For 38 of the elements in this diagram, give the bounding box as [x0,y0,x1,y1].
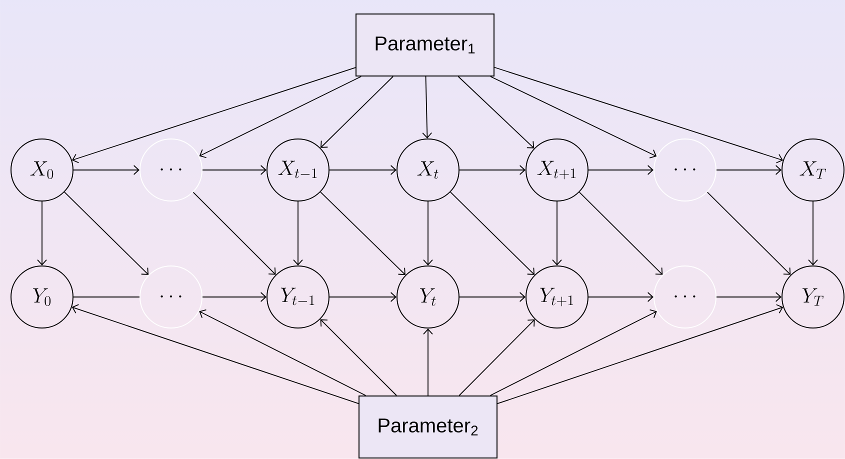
arrow [578,192,663,275]
arrow [320,192,406,275]
arrow [552,201,562,266]
arrow [497,304,784,404]
arrow [808,201,818,266]
arrow [202,165,266,175]
arrow [458,319,535,396]
arrow [716,165,782,175]
arrow [716,292,782,302]
arrow [423,201,433,266]
arrow [422,76,432,139]
arrow [588,165,654,175]
parameter-box: Parameter$_{2}$ [358,396,498,458]
arrow [293,201,303,266]
arrow [192,192,276,275]
arrow [37,201,47,266]
arrow [490,309,657,396]
arrow [72,304,359,404]
arrow [320,319,397,396]
arrow [490,76,657,158]
arrow [73,165,140,175]
arrow [458,76,534,148]
arrow [459,292,526,302]
arrow [64,192,149,275]
arrow [588,292,654,302]
arrow [199,76,362,158]
arrow [72,67,356,164]
arrow [329,292,396,302]
arrow [202,292,266,302]
arrow [706,192,791,275]
arrow [423,328,433,396]
parameter-box: Parameter$_{1}$ [356,14,494,76]
arrow [329,165,396,175]
arrow [199,309,366,396]
arrow [494,66,784,164]
arrow [450,192,535,275]
arrow [459,165,526,175]
arrow [320,76,394,148]
